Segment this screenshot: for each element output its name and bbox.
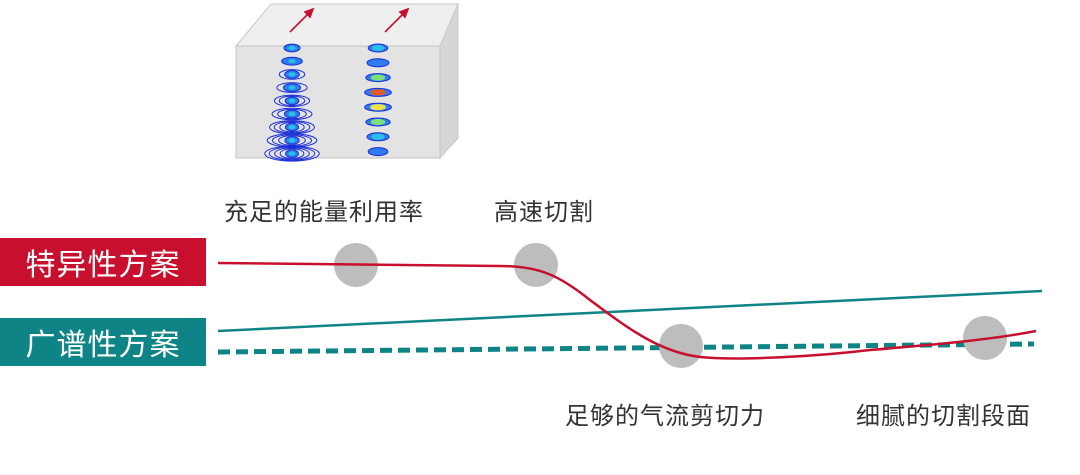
contour-core	[372, 148, 384, 155]
contour-ellipse	[273, 121, 311, 134]
specific-solution-label: 特异性方案	[0, 238, 206, 286]
broad-solution-dashed-line	[217, 341, 1035, 355]
contour-ellipse	[278, 69, 306, 80]
contour-core	[288, 111, 296, 117]
contour-core	[372, 44, 384, 52]
simulation-figure	[234, 3, 459, 162]
contour-core	[288, 151, 296, 156]
contour-ellipse	[277, 108, 307, 120]
caption-energy-utilization: 充足的能量利用率	[224, 198, 424, 226]
cube-front-face	[235, 45, 441, 159]
contour-core	[288, 59, 296, 64]
contour-core	[371, 59, 385, 66]
contour-core	[370, 74, 386, 81]
contour-core	[288, 98, 296, 103]
contour-ellipse	[271, 107, 313, 121]
contour-ellipse	[278, 135, 306, 146]
broad-solution-line	[217, 289, 1043, 333]
contour-core	[288, 45, 296, 51]
caption-high-speed-cutting: 高速切割	[494, 198, 594, 226]
contour-core	[288, 138, 296, 143]
caption-fine-cut-section: 细腻的切割段面	[856, 402, 1031, 430]
contour-core	[288, 85, 296, 90]
marker-shear	[659, 324, 703, 368]
arrow-icon	[289, 7, 410, 33]
contour-core	[371, 133, 385, 140]
contour-ellipse	[268, 146, 316, 161]
contour-ellipse	[264, 145, 320, 162]
contour-ellipse	[274, 147, 310, 160]
broad-solution-label: 广谱性方案	[0, 318, 206, 366]
contour-column-right	[364, 43, 392, 157]
contour-ellipse	[278, 95, 306, 107]
contour-core	[370, 89, 386, 96]
marker-speed	[514, 243, 558, 287]
contour-ellipse	[276, 82, 308, 93]
contour-core	[370, 104, 386, 111]
contour-core	[370, 118, 386, 126]
contour-core	[288, 72, 296, 77]
contour-ellipse	[273, 94, 311, 108]
contour-column-left	[264, 43, 320, 162]
contour-core	[288, 125, 296, 130]
specific-solution-curve	[217, 261, 1037, 360]
cube-top-face	[234, 3, 459, 47]
contour-ellipse	[279, 121, 305, 133]
contour-ellipse	[279, 148, 305, 159]
caption-airflow-shear: 足够的气流剪切力	[565, 402, 765, 430]
